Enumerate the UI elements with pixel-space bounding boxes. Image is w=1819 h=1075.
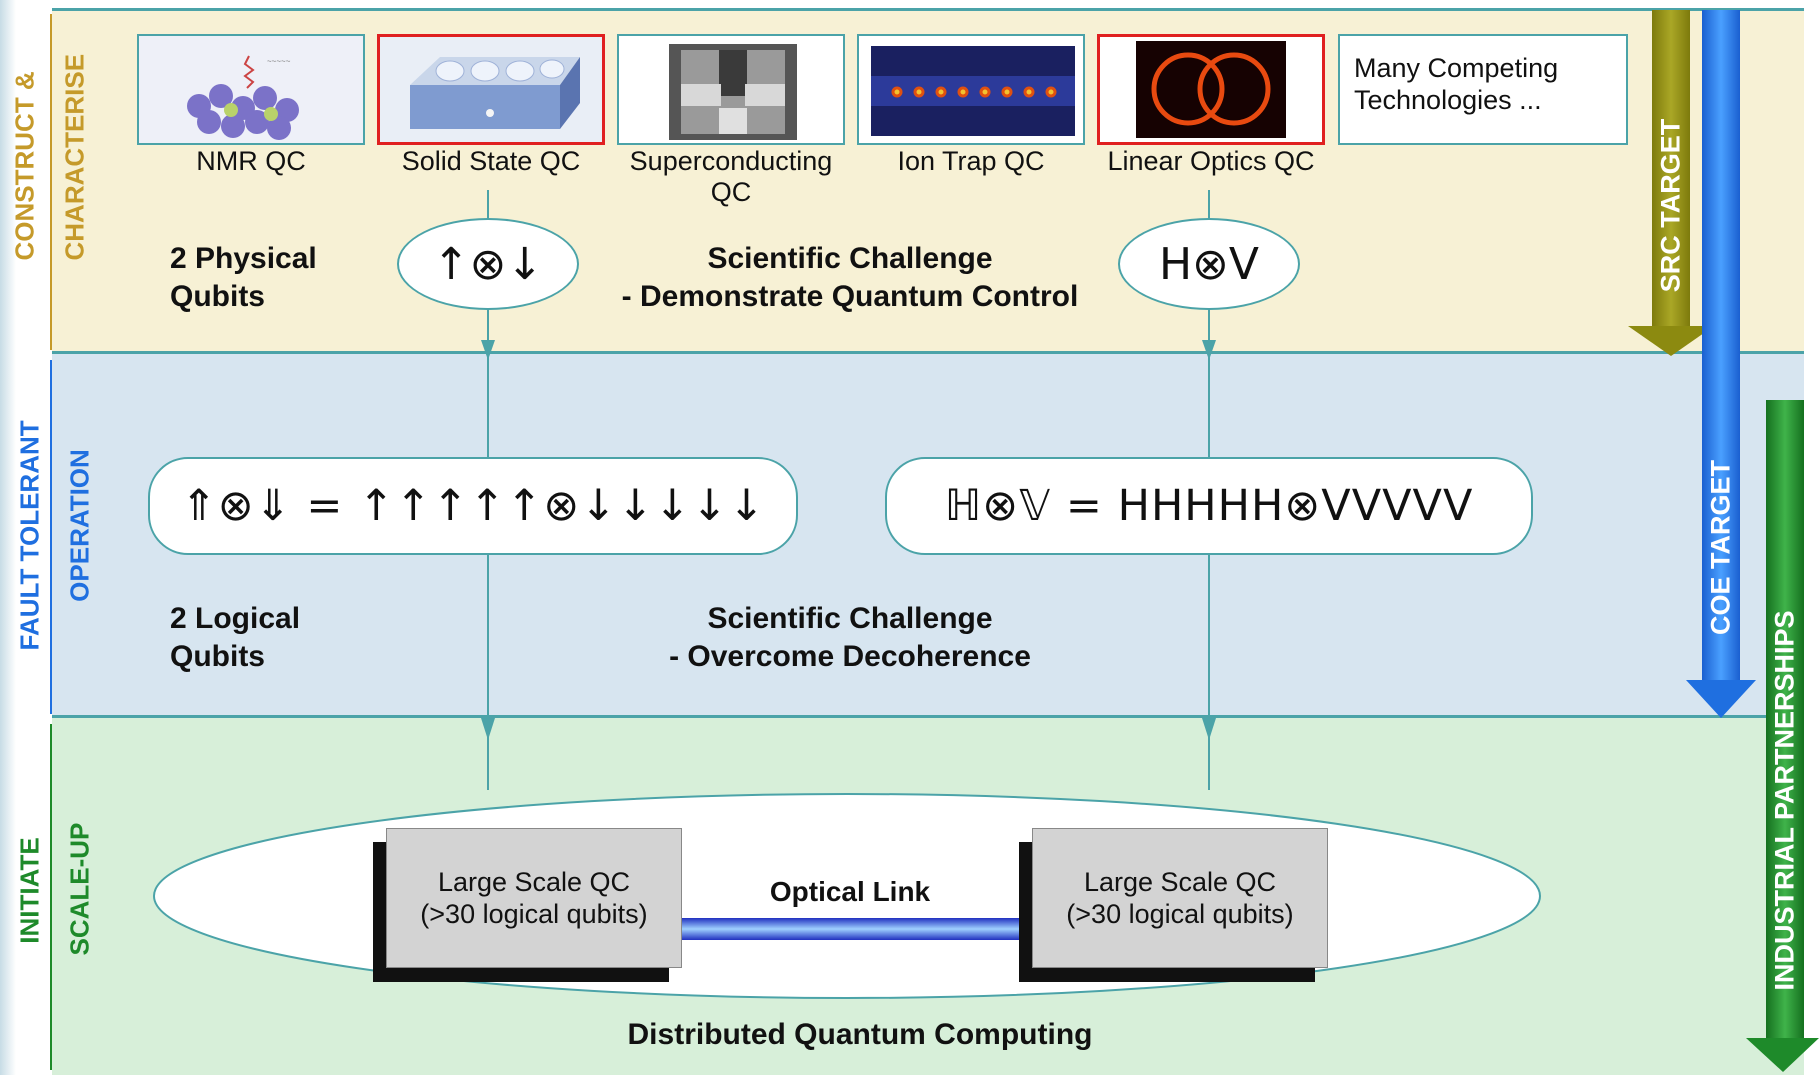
logical-spin-formula: ⇑⊗⇓ = ↑↑↑↑↑⊗↓↓↓↓↓ bbox=[148, 457, 798, 555]
tech-caption-solid-state: Solid State QC bbox=[401, 146, 581, 176]
challenge1-title: Scientific Challenge bbox=[707, 242, 993, 275]
tech-caption-linear-optics: Linear Optics QC bbox=[1107, 146, 1315, 176]
challenge2-title: Scientific Challenge bbox=[707, 602, 993, 635]
logical-photon-formula: ℍ⊗𝕍 = HHHHH⊗VVVVV bbox=[885, 457, 1533, 555]
industrial-partnerships-label: INDUSTRIAL PARTNERSHIPS bbox=[1769, 610, 1800, 991]
qc-left-subtitle: (>30 logical qubits) bbox=[420, 899, 648, 929]
spin-qubit-ellipse: ↑⊗↓ bbox=[397, 218, 579, 310]
src-target-label: SRC TARGET bbox=[1655, 118, 1686, 293]
large-scale-qc-left: Large Scale QC (>30 logical qubits) bbox=[386, 828, 682, 968]
qc-right-title: Large Scale QC bbox=[1083, 867, 1277, 897]
large-scale-qc-right: Large Scale QC (>30 logical qubits) bbox=[1032, 828, 1328, 968]
stage1-axis-line bbox=[50, 14, 52, 350]
tech-caption-ion-trap: Ion Trap QC bbox=[897, 146, 1045, 176]
challenge2-text: - Overcome Decoherence bbox=[669, 640, 1031, 673]
physical-qubits-label: 2 Physical Qubits bbox=[170, 242, 317, 313]
logical-qubits-label: 2 Logical Qubits bbox=[170, 602, 301, 673]
svg-text:~~~~~: ~~~~~ bbox=[267, 57, 291, 66]
linear-optics-qc-image bbox=[1097, 34, 1325, 145]
ion-trap-qc-image bbox=[857, 34, 1085, 145]
superconducting-qc-image bbox=[617, 34, 845, 145]
stage2-axis-line bbox=[50, 360, 52, 714]
tech-caption-nmr: NMR QC bbox=[196, 146, 306, 176]
challenge1-text: - Demonstrate Quantum Control bbox=[621, 280, 1079, 313]
qc-right-subtitle: (>30 logical qubits) bbox=[1066, 899, 1294, 929]
page-left-edge bbox=[0, 0, 16, 1075]
stage3-axis-line bbox=[50, 724, 52, 1070]
photon-qubit-ellipse: H⊗V bbox=[1118, 218, 1300, 310]
qc-left-title: Large Scale QC bbox=[437, 867, 631, 897]
solid-state-qc-image bbox=[377, 34, 605, 145]
tech-caption-superconducting: Superconducting QC bbox=[629, 146, 833, 207]
distributed-qc-caption: Distributed Quantum Computing bbox=[627, 1018, 1093, 1051]
nmr-qc-image: ~~~~~ bbox=[137, 34, 365, 145]
many-competing-text: Many Competing Technologies ... bbox=[1354, 53, 1559, 115]
optical-link-label: Optical Link bbox=[769, 876, 931, 907]
coe-target-label: COE TARGET bbox=[1705, 460, 1736, 635]
many-competing-box: Many Competing Technologies ... bbox=[1338, 34, 1628, 145]
